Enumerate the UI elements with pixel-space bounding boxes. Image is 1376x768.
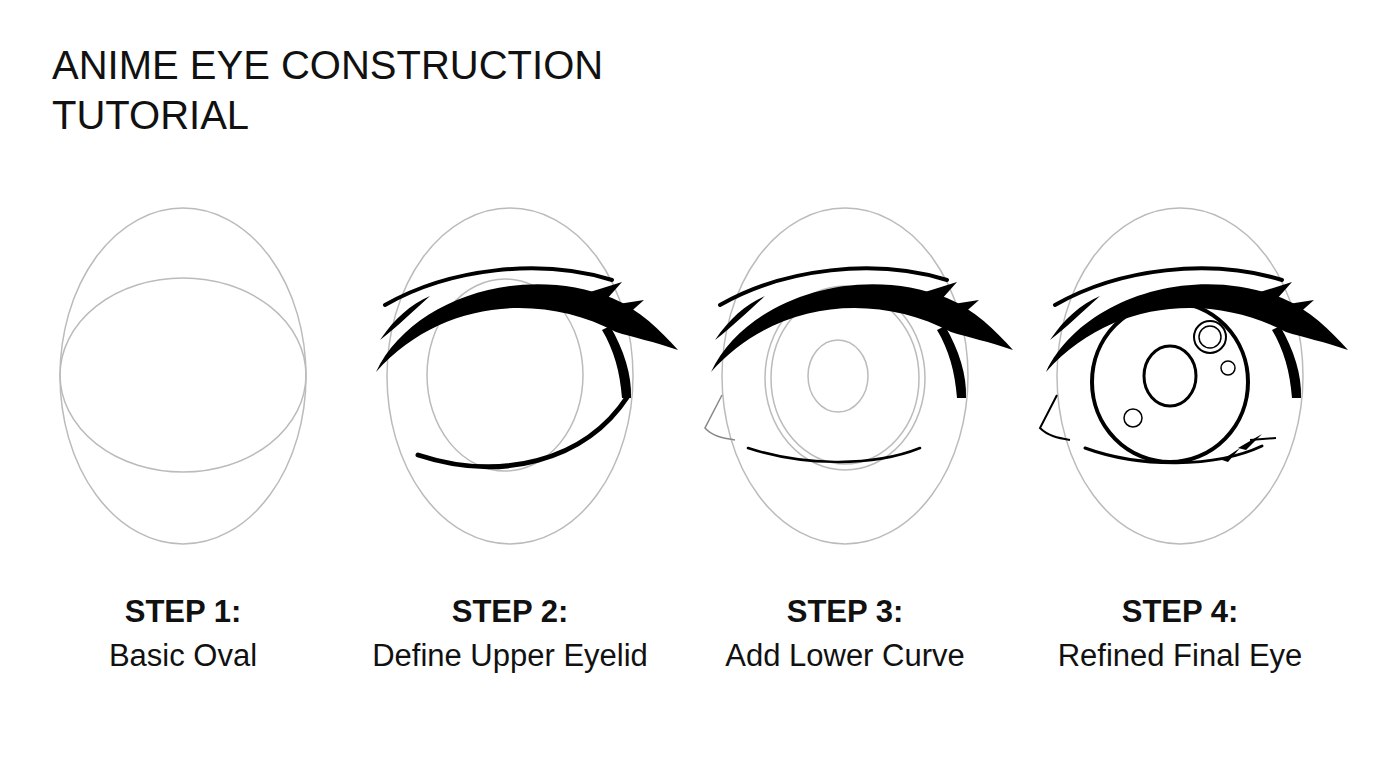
step-caption: Basic Oval [109,638,257,674]
step-number: STEP 1: [125,594,242,630]
step-caption: Define Upper Eyelid [372,638,648,674]
step-caption: Refined Final Eye [1058,638,1303,674]
diagram-title: ANIME EYE CONSTRUCTION TUTORIAL [52,40,652,140]
step-number: STEP 3: [787,594,904,630]
step-caption: Add Lower Curve [725,638,965,674]
step-number: STEP 2: [452,594,569,630]
step-number: STEP 4: [1122,594,1239,630]
